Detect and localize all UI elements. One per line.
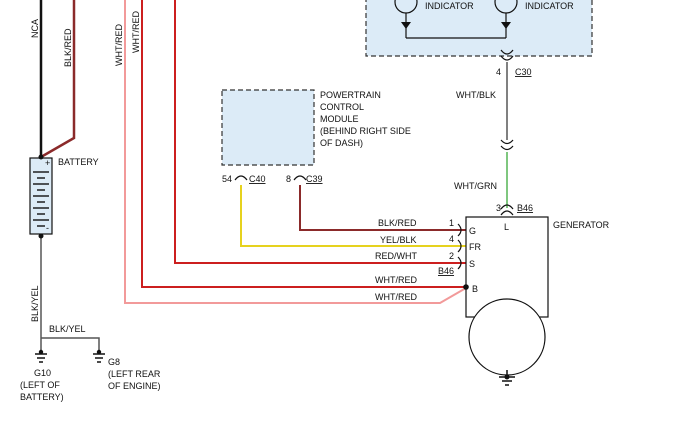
pcm-line5: OF DASH) [320, 138, 363, 148]
pin1-label: 1 [449, 218, 454, 228]
c30-label: C30 [515, 67, 532, 77]
battery-label: BATTERY [58, 157, 99, 167]
b46-top-label: B46 [517, 203, 533, 213]
pin-fr-label: FR [469, 242, 481, 252]
pcm-module [221, 89, 315, 166]
pin-l-label: L [504, 222, 509, 232]
pcm-line1: POWERTRAIN [320, 90, 381, 100]
w-wht-red1-label: WHT/RED [375, 275, 417, 285]
c40-connector-icon [234, 175, 248, 181]
c30-connector-icon [500, 49, 514, 61]
g10-dot [38, 349, 44, 355]
pin4-label: 4 [449, 234, 454, 244]
b46-side-connectors-icon [457, 223, 462, 270]
battery-plus: + [45, 158, 50, 168]
diode-right-icon [501, 22, 511, 29]
wht-red-a-label: WHT/RED [114, 24, 124, 66]
g10-label: G10 [34, 368, 51, 378]
blk-yel-horiz-label: BLK/YEL [49, 324, 86, 334]
pin2-label: 2 [449, 251, 454, 261]
w-red-wht-label: RED/WHT [375, 251, 417, 261]
c39-connector-icon [293, 175, 307, 181]
wht-red-b-label: WHT/RED [131, 11, 141, 53]
blk-yel-vert-label: BLK/YEL [30, 285, 40, 322]
g8-ground-icon [93, 353, 105, 363]
generator-ground-dot [504, 374, 510, 380]
c40-label: C40 [249, 174, 266, 184]
g10-line2: BATTERY) [20, 392, 64, 402]
c39-label: C39 [306, 174, 323, 184]
g8-dot [96, 349, 102, 355]
pin-g-label: G [469, 226, 476, 236]
wire-blk-red-top [40, 0, 76, 159]
pin3-label: 3 [496, 203, 501, 213]
generator-label: GENERATOR [553, 220, 610, 230]
b46-bottom-label: B46 [438, 266, 454, 276]
wire-wht-red-outer [124, 0, 467, 304]
pin-s-label: S [469, 259, 475, 269]
pin-b-terminal [463, 284, 469, 290]
battery-neg-terminal [38, 233, 44, 239]
w-wht-red2-label: WHT/RED [375, 292, 417, 302]
wire-wht-red-inner [141, 0, 466, 288]
battery-cells-icon [33, 171, 49, 227]
w-yel-blk-label: YEL/BLK [380, 235, 417, 245]
w-blk-red-label: BLK/RED [378, 218, 417, 228]
wire-blk-yel-g8 [41, 337, 100, 350]
inline-connector-icon [500, 139, 514, 151]
indicator-left-label: INDICATOR [425, 1, 474, 11]
pin-b-label: B [472, 284, 478, 294]
indicator-right-label: INDICATOR [525, 1, 574, 11]
pin54-label: 54 [222, 174, 232, 184]
wht-blk-label: WHT/BLK [456, 90, 496, 100]
nca-label: NCA [30, 19, 40, 38]
blk-red-top-label: BLK/RED [63, 28, 73, 67]
g10-line1: (LEFT OF [20, 380, 60, 390]
pcm-line3: MODULE [320, 114, 359, 124]
wire-red-wht [174, 0, 466, 264]
wire-yel-blk [240, 185, 466, 247]
wire-blk-red-c39 [299, 185, 466, 231]
g10-ground-icon [35, 353, 47, 363]
generator-rotor [468, 298, 546, 376]
g8-label: G8 [108, 357, 120, 367]
b46-top-connector-icon [500, 204, 514, 216]
battery-minus: - [46, 223, 49, 233]
pin8-label: 8 [286, 174, 291, 184]
c30-pin: 4 [496, 67, 501, 77]
battery-pos-terminal [38, 154, 44, 160]
indicator-module [365, 0, 593, 57]
pcm-line4: (BEHIND RIGHT SIDE [320, 126, 411, 136]
pcm-line2: CONTROL [320, 102, 364, 112]
g8-line2: OF ENGINE) [108, 381, 161, 391]
wht-grn-label: WHT/GRN [454, 181, 497, 191]
diode-left-icon [401, 22, 411, 29]
g8-line1: (LEFT REAR [108, 369, 161, 379]
